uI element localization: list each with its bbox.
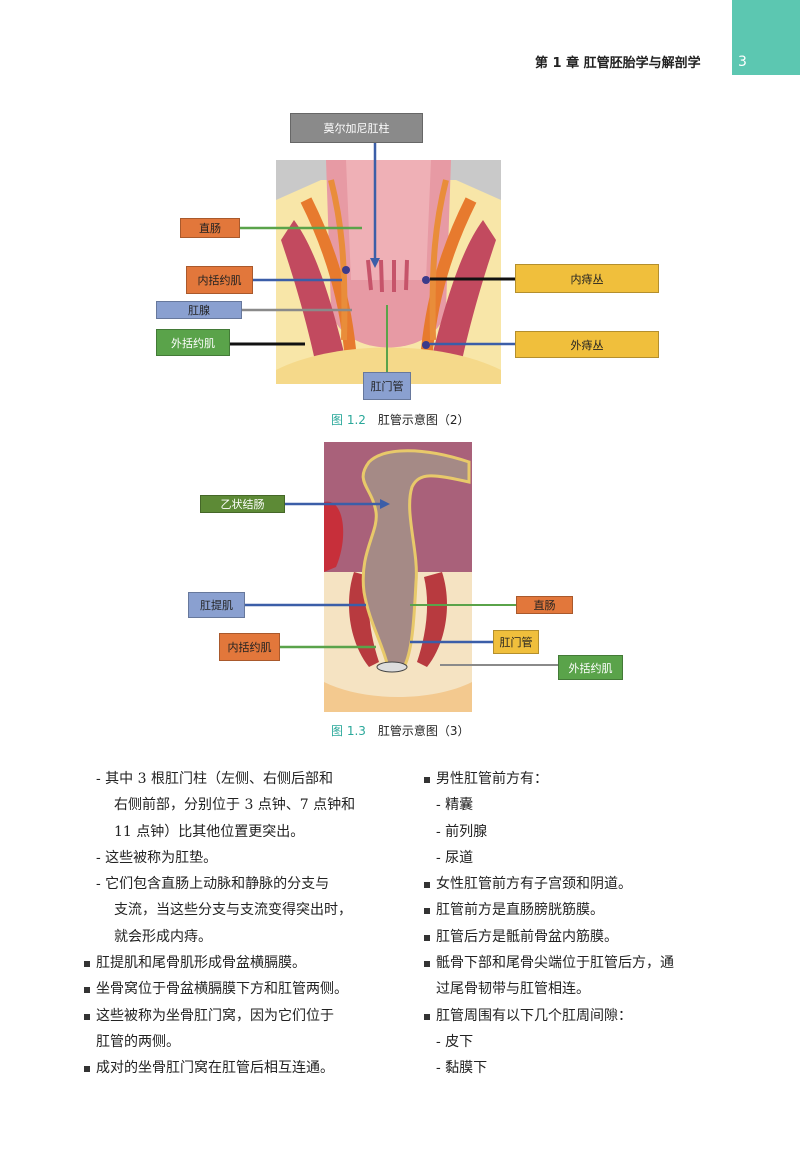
bullet-item: 女性肛管前方有子宫颈和阴道。 — [424, 871, 800, 897]
bullet-item: 坐骨窝位于骨盆横膈膜下方和肛管两侧。 — [84, 976, 400, 1002]
figure-1-3-caption: 图 1.3 肛管示意图（3） — [331, 722, 470, 739]
label-internal-sphincter-3: 内括约肌 — [219, 633, 280, 661]
page-number: 3 — [738, 54, 747, 70]
figure-1-3-title: 肛管示意图（3） — [377, 724, 470, 738]
text-line: - 皮下 — [436, 1033, 474, 1050]
label-morgagni-columns: 莫尔加尼肛柱 — [290, 113, 423, 143]
anal-canal-illustration-3 — [324, 442, 472, 712]
label-external-hemorrhoid-plexus: 外痔丛 — [515, 331, 659, 358]
text-line: - 尿道 — [436, 849, 474, 866]
label-sigmoid-colon: 乙状结肠 — [200, 495, 285, 513]
bullet-item: 这些被称为坐骨肛门窝，因为它们位于 — [84, 1003, 400, 1029]
figure-1-3: 乙状结肠 肛提肌 直肠 内括约肌 肛门管 外括约肌 图 1.3 肛管示意图（3） — [0, 440, 800, 750]
text-line: 右侧前部，分别位于 3 点钟、7 点钟和 — [114, 797, 356, 814]
bullet-item: 成对的坐骨肛门窝在肛管后相互连通。 — [84, 1055, 400, 1081]
text-line: - 精囊 — [436, 797, 474, 814]
text-line: - 这些被称为肛垫。 — [96, 849, 218, 866]
bullet-item: 骶骨下部和尾骨尖端位于肛管后方，通 — [424, 950, 800, 976]
bullet-item: 男性肛管前方有： — [424, 766, 800, 792]
text-line: 肛管的两侧。 — [96, 1033, 180, 1050]
label-rectum: 直肠 — [180, 218, 240, 238]
text-line: 支流，当这些分支与支流变得突出时， — [114, 902, 352, 919]
label-anal-canal-3: 肛门管 — [493, 630, 539, 654]
text-line: - 前列腺 — [436, 823, 488, 840]
figure-1-2-number: 图 1.2 — [331, 413, 366, 427]
label-anal-gland: 肛腺 — [156, 301, 242, 319]
label-internal-hemorrhoid-plexus: 内痔丛 — [515, 264, 659, 293]
bullet-item: 肛管后方是骶前骨盆内筋膜。 — [424, 924, 800, 950]
text-line: 11 点钟）比其他位置更突出。 — [114, 823, 305, 840]
bullet-item: 肛提肌和尾骨肌形成骨盆横膈膜。 — [84, 950, 400, 976]
label-anal-canal: 肛门管 — [363, 372, 411, 400]
body-left-column: - 其中 3 根肛门柱（左侧、右侧后部和 右侧前部，分别位于 3 点钟、7 点钟… — [0, 766, 400, 1082]
figure-1-2-caption: 图 1.2 肛管示意图（2） — [331, 411, 470, 428]
label-internal-sphincter: 内括约肌 — [186, 266, 253, 294]
figure-1-2: 莫尔加尼肛柱 直肠 内括约肌 肛腺 外括约肌 肛门管 内痔丛 外痔丛 图 1.2… — [0, 0, 800, 440]
label-levator-ani: 肛提肌 — [188, 592, 245, 618]
text-line: 过尾骨韧带与肛管相连。 — [436, 981, 590, 998]
bullet-item: 肛管周围有以下几个肛周间隙： — [424, 1003, 800, 1029]
chapter-header: 第 1 章 肛管胚胎学与解剖学 — [535, 56, 701, 71]
figure-1-2-title: 肛管示意图（2） — [377, 413, 470, 427]
text-line: - 其中 3 根肛门柱（左侧、右侧后部和 — [96, 771, 333, 787]
figure-1-3-number: 图 1.3 — [331, 724, 366, 738]
text-line: 就会形成内痔。 — [114, 928, 212, 945]
text-line: - 它们包含直肠上动脉和静脉的分支与 — [96, 876, 330, 893]
body-right-column: 男性肛管前方有： - 精囊 - 前列腺 - 尿道 女性肛管前方有子宫颈和阴道。 … — [0, 766, 800, 1082]
figure-1-3-leader-lines — [245, 499, 558, 666]
label-external-sphincter-3: 外括约肌 — [558, 655, 623, 680]
figure-1-2-leader-lines — [230, 142, 515, 372]
bullet-item: 肛管前方是直肠膀胱筋膜。 — [424, 897, 800, 923]
label-rectum-3: 直肠 — [516, 596, 573, 614]
label-external-sphincter: 外括约肌 — [156, 329, 230, 356]
anal-canal-illustration-2 — [276, 160, 501, 384]
page-number-tab — [732, 0, 800, 75]
text-line: - 黏膜下 — [436, 1060, 488, 1077]
